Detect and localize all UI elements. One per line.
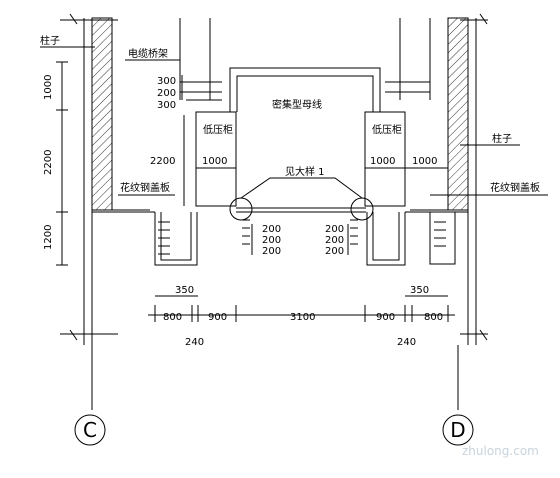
detail-circle-right [350,197,374,221]
dim-vertical-1000: 1000 [43,75,54,100]
label-plate-right: 花纹钢盖板 [490,181,540,194]
dim-trench-right-200a: 200 [325,224,344,235]
dim-trench-left-200c: 200 [262,246,281,257]
lv-cabinet-left [195,111,237,207]
label-lv-cabinet-right: 低压柜 [372,123,402,136]
dim-tray-300b: 300 [157,100,176,111]
dim-cabinet-left-1000: 1000 [202,156,227,167]
axis-bubble-d [442,414,474,446]
dim-trench-right-200b: 200 [325,235,344,246]
dim-bottom-800-left: 800 [163,312,182,323]
dim-vertical-2200: 2200 [43,150,54,175]
geometry [40,13,548,446]
label-cable-tray: 电缆桥架 [128,47,168,60]
label-detail-ref: 见大样 1 [285,165,325,178]
text-labels: 柱子 电缆桥架 密集型母线 低压柜 低压柜 柱子 见大样 1 花纹钢盖板 花纹钢… [40,34,540,194]
label-column-left: 柱子 [40,34,60,47]
dim-bottom-900-right: 900 [376,312,395,323]
dim-vertical-1200: 1200 [43,225,54,250]
axis-label-c: C [83,418,97,442]
dim-offset-left-350: 350 [175,285,194,296]
dim-tray-300a: 300 [157,76,176,87]
label-column-right: 柱子 [492,132,512,145]
dim-trench-left-200a: 200 [262,224,281,235]
busway-outer [229,67,381,112]
dim-tray-200: 200 [157,88,176,99]
watermark: zhulong.com [462,444,539,458]
dim-cabinet-right-1000b: 1000 [412,156,437,167]
right-column-hatch [447,17,469,211]
axis-labels: C D [83,418,466,442]
dim-bottom-900-left: 900 [208,312,227,323]
dim-trench-left-200b: 200 [262,235,281,246]
axis-bubble-c [74,414,106,446]
trench-right [366,212,406,266]
dim-cabinet-right-1000a: 1000 [370,156,395,167]
dimension-text: 1000 2200 1200 300 200 300 2200 1000 100… [43,75,443,348]
busway-inner [236,75,374,112]
lv-cabinet-right [364,111,406,207]
label-busway: 密集型母线 [272,98,322,111]
axis-label-d: D [450,418,465,442]
dim-bottom-800-right: 800 [424,312,443,323]
trench-left [154,212,198,266]
dim-height-2200: 2200 [150,156,175,167]
dim-wall-right-240: 240 [397,337,416,348]
dim-wall-left-240: 240 [185,337,204,348]
dim-trench-right-200c: 200 [325,246,344,257]
dim-offset-right-350: 350 [410,285,429,296]
label-lv-cabinet-left: 低压柜 [203,123,233,136]
cable-rungs [158,219,446,255]
label-plate-left: 花纹钢盖板 [120,181,170,194]
dim-bottom-3100: 3100 [290,312,315,323]
watermark-text: zhulong.com [462,444,539,458]
detail-circle-left [229,197,253,221]
